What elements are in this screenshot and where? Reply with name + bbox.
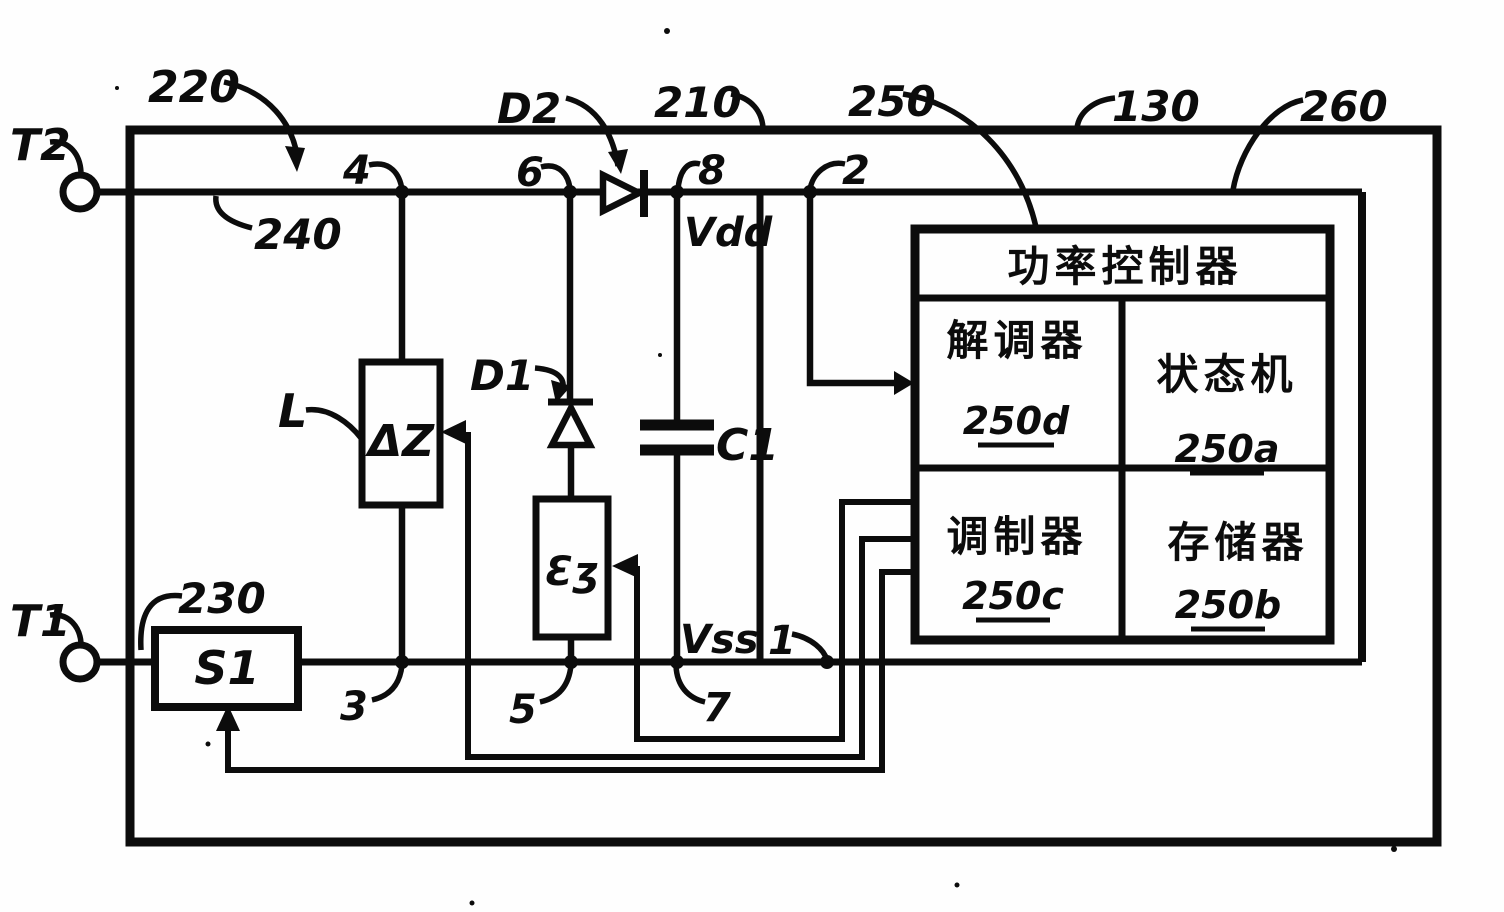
vss-label: Vss (680, 617, 759, 663)
scan-speck (1391, 846, 1397, 852)
scan-speck (205, 741, 211, 747)
pin-8: 8 (698, 148, 726, 194)
pointer-7 (673, 665, 706, 705)
demodulator-ref: 250d (963, 399, 1070, 443)
ref-c1: C1 (716, 420, 779, 471)
terminal-t2-label: T2 (10, 120, 71, 171)
arrowhead-d2 (608, 149, 628, 174)
scan-speck (1243, 453, 1249, 459)
switch-s1-label: S1 (194, 641, 259, 695)
arrowhead-into-shunt (612, 554, 638, 578)
pointer-240 (213, 195, 253, 231)
feedback-line-impedance (465, 432, 913, 760)
ref-250: 250 (848, 77, 936, 126)
modulator-label: 调制器 (946, 512, 1087, 561)
demodulator-label: 解调器 (946, 316, 1087, 365)
memory-ref: 250b (1175, 583, 1282, 627)
junction-6 (563, 185, 577, 199)
junction-1 (820, 655, 834, 669)
shunt-box (532, 495, 612, 641)
ref-130: 130 (1112, 82, 1200, 131)
junction-8 (670, 185, 684, 199)
pointer-t1 (49, 612, 84, 644)
pointer-250 (902, 91, 1039, 228)
feedback-line-switch (225, 569, 913, 773)
arrowhead-into-s1 (216, 705, 240, 731)
state-machine-ref: 250a (1175, 427, 1280, 471)
pointer-210 (730, 91, 766, 129)
impedance-label: ΔZ (365, 416, 435, 467)
junction-4 (395, 185, 409, 199)
pointer-260 (1230, 97, 1304, 191)
wire-2-to-demodulator (806, 192, 896, 387)
diode-d1-triangle (546, 400, 596, 449)
vdd-label: Vdd (684, 210, 773, 256)
shunt-symbol: Ɛʒ (545, 549, 598, 595)
outer-package-box (125, 125, 1442, 847)
terminal-t2-circle (59, 171, 101, 213)
arrowhead-into-demodulator (894, 371, 914, 395)
scan-speck (664, 28, 670, 34)
feedback-line-shunt (634, 499, 913, 742)
ref-220: 220 (148, 62, 240, 113)
pointer-t2 (49, 139, 84, 173)
ref-260: 260 (1300, 82, 1388, 131)
pointer-130 (1074, 95, 1116, 129)
ref-d2: D2 (497, 84, 561, 133)
arrowhead-d1 (551, 380, 571, 403)
ref-d1: D1 (470, 351, 534, 400)
junction-3 (395, 655, 409, 669)
ref-210: 210 (654, 78, 742, 127)
arrowhead-into-impedance (441, 420, 466, 444)
arrowhead-220 (285, 146, 305, 172)
memory-label: 存储器 (1167, 518, 1308, 567)
pin-5: 5 (509, 687, 537, 733)
pointer-3 (371, 664, 405, 703)
junction-2 (803, 185, 817, 199)
ref-240: 240 (254, 210, 342, 259)
scan-speck (658, 353, 662, 357)
pointer-5 (539, 664, 574, 705)
pointer-2 (807, 160, 846, 191)
ref-l: L (278, 384, 307, 438)
pin-4: 4 (342, 148, 371, 194)
modulator-ref: 250c (962, 574, 1064, 618)
pointer-l (305, 406, 364, 440)
pointer-1 (791, 631, 830, 662)
scan-speck (115, 86, 119, 90)
impedance-box (358, 358, 444, 509)
pointer-4 (368, 161, 405, 191)
controller-title: 功率控制器 (1007, 242, 1242, 291)
junction-7 (670, 655, 684, 669)
scan-speck (469, 900, 475, 906)
pin-3: 3 (340, 684, 368, 730)
pointer-6 (540, 163, 573, 191)
switch-s1-box (151, 626, 302, 711)
pointer-230 (138, 592, 183, 651)
pin-1: 1 (768, 618, 796, 664)
terminal-t1-label: T1 (10, 596, 71, 647)
pointer-8 (675, 160, 701, 191)
scan-speck (954, 882, 960, 888)
diode-d2-triangle (599, 169, 647, 217)
terminal-t1-circle (59, 641, 101, 683)
pin-2: 2 (842, 148, 870, 194)
junction-5 (564, 655, 578, 669)
pointer-220 (223, 79, 300, 156)
pin-7: 7 (703, 685, 731, 731)
ref-230: 230 (178, 574, 266, 623)
state-machine-label: 状态机 (1156, 350, 1297, 399)
pin-6: 6 (516, 150, 544, 196)
